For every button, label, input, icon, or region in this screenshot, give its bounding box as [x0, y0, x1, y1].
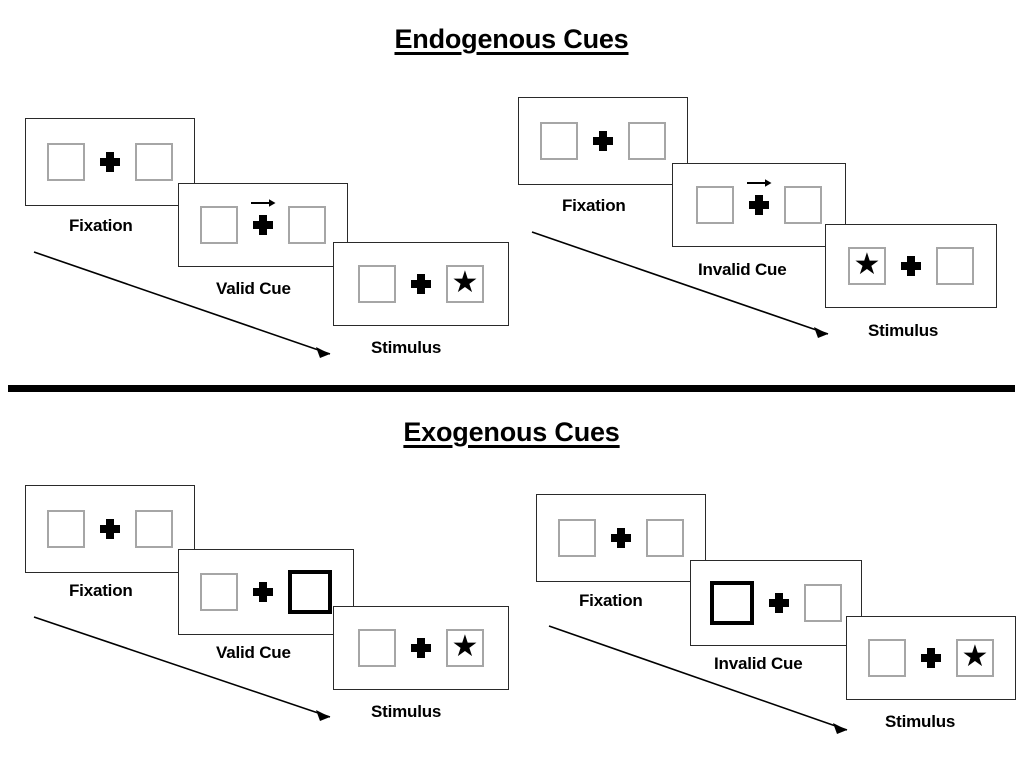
star-target-icon: ★	[961, 640, 989, 673]
caption-endogenous-invalid-fixation: Fixation	[562, 196, 626, 215]
caption-exogenous-valid-fixation: Fixation	[69, 581, 133, 600]
caption-endogenous-valid-cue: Valid Cue	[216, 279, 291, 298]
left-placeholder-box	[558, 519, 596, 557]
fixation-cross-icon	[99, 151, 121, 173]
cue-arrow-right-icon	[251, 199, 276, 207]
right-placeholder-box	[646, 519, 684, 557]
panel-exogenous-invalid-cue	[690, 560, 862, 646]
left-placeholder-box	[696, 186, 734, 224]
panel-content	[47, 143, 173, 181]
panel-endogenous-invalid-fixation	[518, 97, 688, 185]
panel-content	[200, 570, 332, 614]
caption-endogenous-valid-stimulus: Stimulus	[371, 338, 442, 357]
caption-exogenous-invalid-fixation: Fixation	[579, 591, 643, 610]
panel-exogenous-invalid-fixation	[536, 494, 706, 582]
fixation-cross-icon	[900, 255, 922, 277]
flow-arrow-endogenous-valid	[33, 251, 331, 358]
fixation-cross-icon	[99, 518, 121, 540]
caption-exogenous-invalid-stimulus: Stimulus	[885, 712, 956, 731]
star-target-icon: ★	[451, 630, 479, 663]
caption-endogenous-valid-fixation: Fixation	[69, 216, 133, 235]
right-placeholder-box	[135, 143, 173, 181]
right-placeholder-box	[784, 186, 822, 224]
fixation-cross-icon	[252, 581, 274, 603]
flow-arrow-exogenous-valid	[33, 616, 331, 721]
panel-content	[710, 581, 842, 625]
panel-content: ★	[848, 247, 974, 285]
panel-exogenous-valid-cue	[178, 549, 354, 635]
panel-exogenous-valid-fixation	[25, 485, 195, 573]
flow-arrow-exogenous-invalid	[548, 625, 848, 734]
cue-arrow-right-icon	[747, 179, 772, 187]
right-placeholder-box	[936, 247, 974, 285]
caption-endogenous-invalid-cue: Invalid Cue	[698, 260, 787, 279]
caption-exogenous-valid-cue: Valid Cue	[216, 643, 291, 662]
panel-content	[696, 179, 822, 224]
left-cued-box	[710, 581, 754, 625]
panel-endogenous-valid-stimulus: ★	[333, 242, 509, 326]
panel-endogenous-invalid-stimulus: ★	[825, 224, 997, 308]
left-placeholder-box	[200, 206, 238, 244]
right-target-box: ★	[446, 629, 484, 667]
caption-endogenous-invalid-stimulus: Stimulus	[868, 321, 939, 340]
panel-content: ★	[358, 629, 484, 667]
panel-content	[540, 122, 666, 160]
panel-endogenous-valid-cue	[178, 183, 348, 267]
caption-exogenous-valid-stimulus: Stimulus	[371, 702, 442, 721]
flow-arrow-endogenous-invalid	[531, 231, 829, 338]
left-placeholder-box	[358, 265, 396, 303]
fixation-cross-icon	[410, 637, 432, 659]
right-placeholder-box	[288, 206, 326, 244]
fixation-cross-icon	[592, 130, 614, 152]
right-placeholder-box	[628, 122, 666, 160]
star-target-icon: ★	[451, 266, 479, 299]
left-placeholder-box	[540, 122, 578, 160]
section-divider	[8, 385, 1015, 392]
left-placeholder-box	[47, 510, 85, 548]
caption-exogenous-invalid-cue: Invalid Cue	[714, 654, 803, 673]
fixation-cross-icon	[768, 592, 790, 614]
fixation-cross-icon	[747, 179, 772, 216]
right-cued-box	[288, 570, 332, 614]
panel-content	[558, 519, 684, 557]
panel-endogenous-invalid-cue	[672, 163, 846, 247]
right-placeholder-box	[135, 510, 173, 548]
panel-exogenous-invalid-stimulus: ★	[846, 616, 1016, 700]
endogenous-section-title: Endogenous Cues	[394, 24, 629, 54]
left-placeholder-box	[47, 143, 85, 181]
left-placeholder-box	[200, 573, 238, 611]
fixation-cross-icon	[610, 527, 632, 549]
fixation-cross-icon	[920, 647, 942, 669]
star-target-icon: ★	[853, 248, 881, 281]
right-target-box: ★	[956, 639, 994, 677]
panel-content	[47, 510, 173, 548]
panel-exogenous-valid-stimulus: ★	[333, 606, 509, 690]
left-placeholder-box	[868, 639, 906, 677]
fixation-cross-icon	[410, 273, 432, 295]
right-placeholder-box	[804, 584, 842, 622]
left-placeholder-box	[358, 629, 396, 667]
panel-content	[200, 199, 326, 244]
exogenous-section-title: Exogenous Cues	[403, 417, 620, 447]
right-target-box: ★	[446, 265, 484, 303]
panel-content: ★	[358, 265, 484, 303]
fixation-cross-icon	[251, 199, 276, 236]
panel-endogenous-valid-fixation	[25, 118, 195, 206]
panel-content: ★	[868, 639, 994, 677]
left-target-box: ★	[848, 247, 886, 285]
